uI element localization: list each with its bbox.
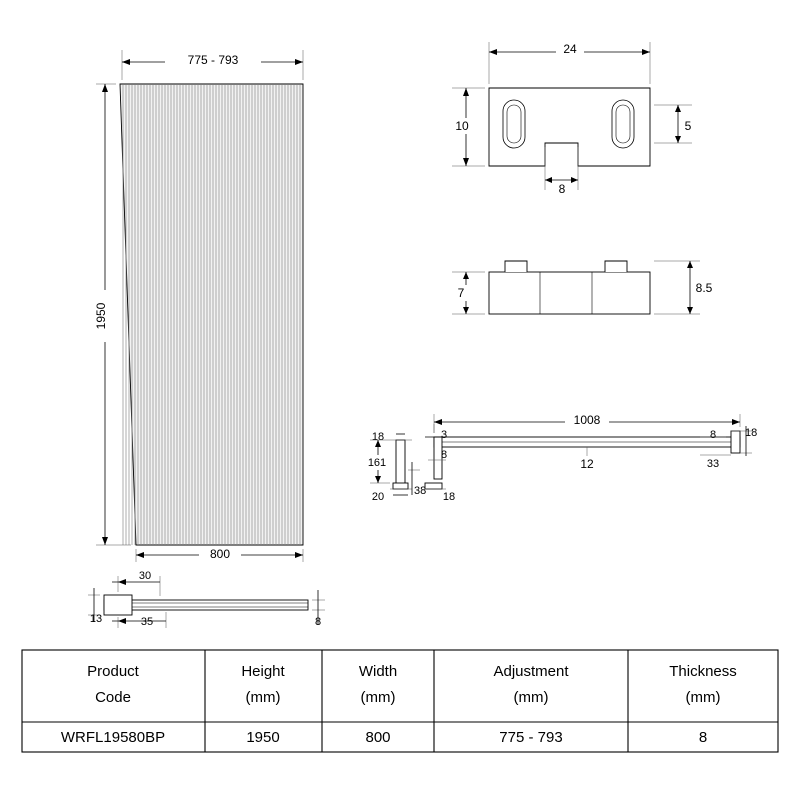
profile-dim-8-midleft-label: 8 <box>441 449 447 461</box>
edge-dim-8: 8 <box>312 590 325 628</box>
profile-detail-foot <box>392 482 409 490</box>
profile-dim-18-bottom-label: 18 <box>443 491 455 503</box>
bracket-side-tab-left <box>504 260 528 272</box>
profile-detail-part <box>395 439 406 486</box>
profile-dim-8-topright: 8 <box>700 429 726 441</box>
edge-dim-13: 13 <box>88 588 102 625</box>
panel-group: 775 - 793 1950 800 <box>94 50 304 562</box>
profile-leg-foot <box>424 482 443 490</box>
profile-dim-8-midleft: 8 <box>428 449 447 461</box>
bracket-dim-10: 10 <box>452 87 485 167</box>
bracket-side-body <box>488 271 651 315</box>
table-header-height-line1: Height <box>241 663 285 680</box>
edge-section-body <box>103 599 309 611</box>
panel-top-dimension: 775 - 793 <box>121 50 304 80</box>
edge-dim-35: 35 <box>112 612 167 628</box>
profile-dim-20: 20 <box>372 488 412 503</box>
edge-dim-35-label: 35 <box>141 616 153 628</box>
table-header-adjustment-line2: (mm) <box>514 689 549 706</box>
bracket-dim-5-label: 5 <box>685 119 692 133</box>
table-header-height-line2: (mm) <box>246 689 281 706</box>
table-cell-thickness: 8 <box>699 729 707 746</box>
profile-dim-38-label: 38 <box>414 485 426 497</box>
profile-dim-12-label: 12 <box>580 457 594 471</box>
profile-dim-12: 12 <box>580 447 594 471</box>
bracket-side-tab-right <box>604 260 628 272</box>
profile-dim-3-label: 3 <box>441 429 447 441</box>
profile-dim-18-right-label: 18 <box>745 427 757 439</box>
profile-dim-18-right: 18 <box>731 426 757 456</box>
panel-top-dim-label: 775 - 793 <box>188 53 239 67</box>
bracket-slot-left <box>502 99 526 149</box>
bracket-side-dim-85-label: 8.5 <box>696 281 713 295</box>
bracket-side-dim-85: 8.5 <box>654 260 718 315</box>
bracket-dim-24-label: 24 <box>563 42 577 56</box>
profile-dim-1008-label: 1008 <box>574 413 601 427</box>
edge-section-foot <box>103 594 133 616</box>
bracket-slot-right-inner <box>615 104 631 144</box>
profile-dim-38: 38 <box>408 462 426 497</box>
panel-height-dimension: 1950 <box>94 83 131 546</box>
profile-dim-18-bottom: 18 <box>424 482 455 503</box>
spec-table: Product Code Height (mm) Width (mm) Adju… <box>21 649 779 753</box>
table-header-width-line2: (mm) <box>361 689 396 706</box>
panel-flutes <box>122 85 301 545</box>
panel-width-dim-label: 800 <box>210 547 230 561</box>
table-header-product-line1: Product <box>87 663 140 680</box>
panel-width-dimension: 800 <box>135 546 304 562</box>
table-cell-product-code: WRFL19580BP <box>61 729 165 746</box>
panel-body <box>119 83 304 546</box>
profile-dim-33-label: 33 <box>707 458 719 470</box>
edge-dim-8-label: 8 <box>315 616 321 628</box>
edge-dim-13-label: 13 <box>90 613 102 625</box>
table-header-product-line2: Code <box>95 689 131 706</box>
bracket-top-outline <box>488 87 651 167</box>
profile-dim-33: 33 <box>700 454 731 470</box>
profile-dim-20-label: 20 <box>372 491 384 503</box>
table-cell-width: 800 <box>365 729 390 746</box>
bracket-side-dim-7: 7 <box>452 271 485 315</box>
profile-dim-161-label: 161 <box>368 457 386 469</box>
profile-dim-8-topright-label: 8 <box>710 429 716 441</box>
support-profile-group: 18 3 1008 8 18 <box>366 412 757 503</box>
panel-height-dim-label: 1950 <box>94 302 108 329</box>
profile-dim-161: 161 <box>366 439 390 484</box>
table-header-thickness-line1: Thickness <box>669 663 737 680</box>
panel-edge-section-group: 30 13 35 8 <box>88 570 325 628</box>
edge-dim-30-label: 30 <box>139 570 151 582</box>
table-cell-height: 1950 <box>246 729 279 746</box>
table-header-thickness-line2: (mm) <box>686 689 721 706</box>
edge-dim-30: 30 <box>112 570 161 596</box>
table-cell-adjustment: 775 - 793 <box>499 729 562 746</box>
bracket-slot-left-inner <box>506 104 522 144</box>
bracket-slot-right <box>611 99 635 149</box>
bracket-dim-5: 5 <box>654 104 698 144</box>
bracket-dim-10-label: 10 <box>455 119 469 133</box>
bracket-side-dim-7-label: 7 <box>458 286 465 300</box>
profile-right-cap <box>730 430 741 454</box>
bracket-dim-8: 8 <box>544 147 579 197</box>
bracket-dim-8-label: 8 <box>559 182 566 196</box>
table-header-width-line1: Width <box>359 663 397 680</box>
profile-dim-1008: 1008 <box>433 412 741 433</box>
bracket-dim-24: 24 <box>488 41 651 84</box>
table-header-adjustment-line1: Adjustment <box>493 663 569 680</box>
bracket-top-view-group: 24 10 5 <box>452 41 698 197</box>
bracket-side-view-group: 7 8.5 <box>452 260 718 315</box>
